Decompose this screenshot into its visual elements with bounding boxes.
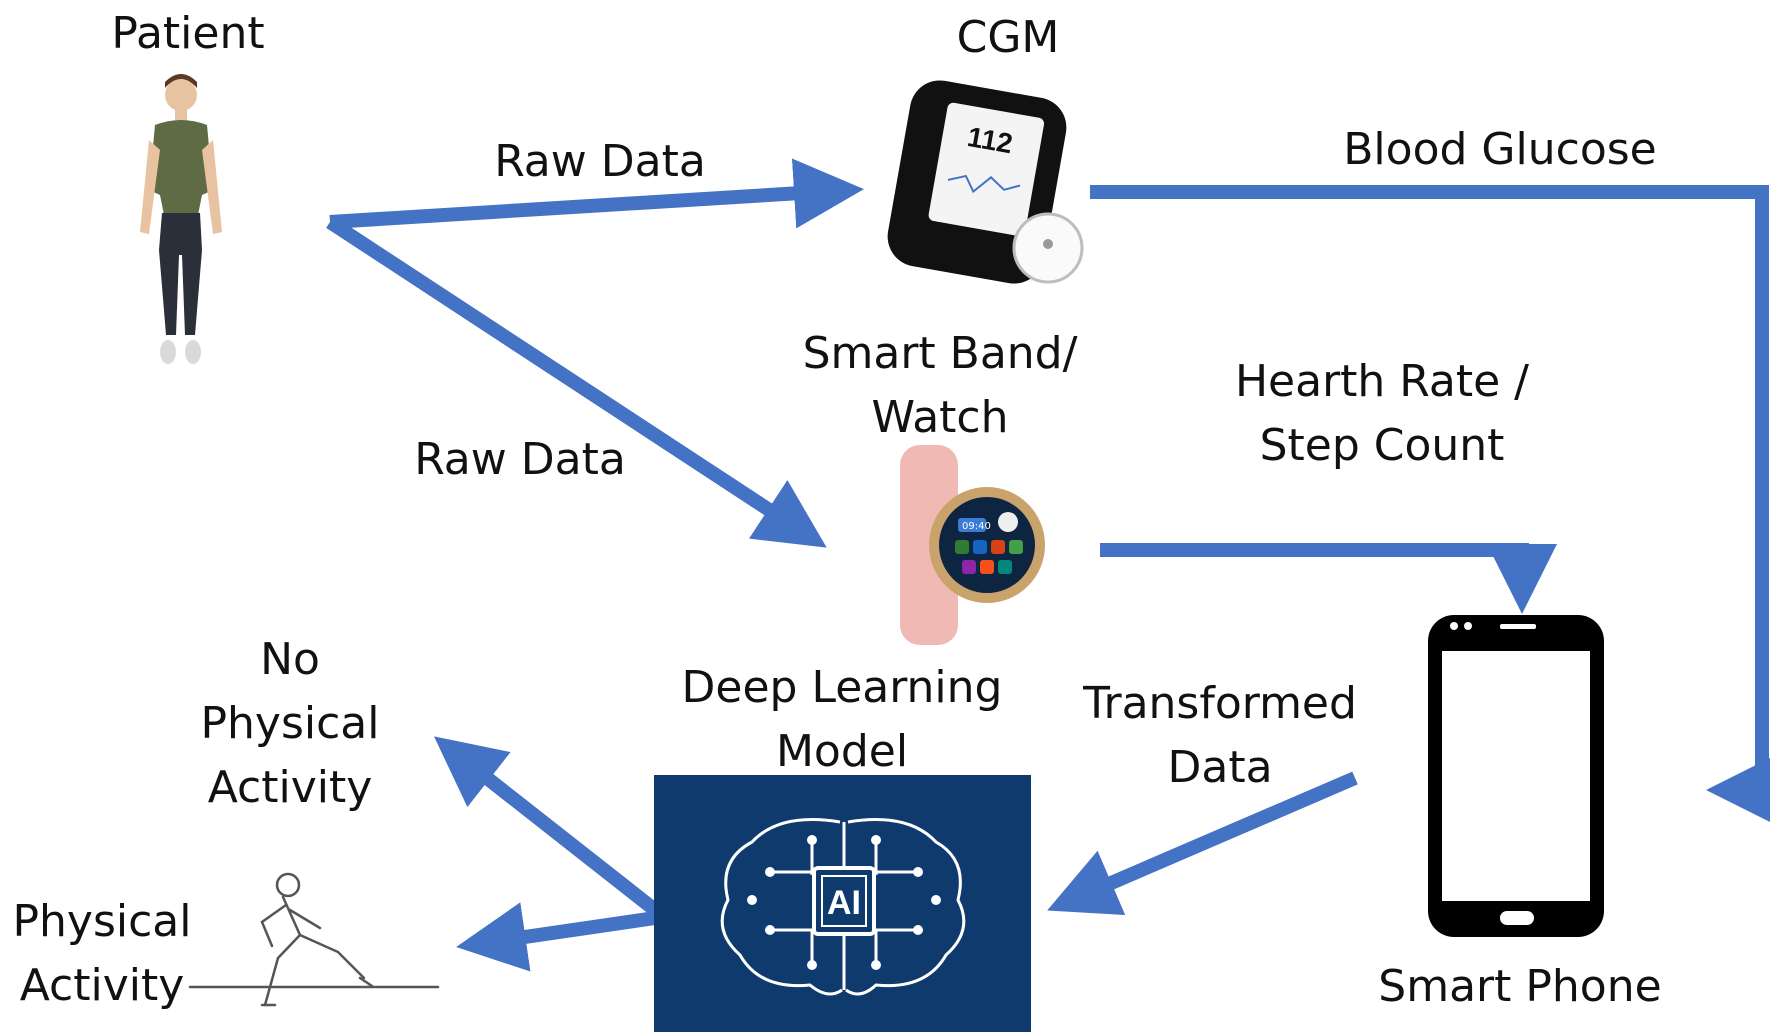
arrow-phone-to-model (1047, 771, 1358, 916)
smart-band-line1: Smart Band/ (802, 328, 1078, 379)
raw-data-lower-label: Raw Data (400, 428, 640, 492)
arrow-watch-to-phone (1100, 543, 1557, 614)
physical-activity-label: Physical Activity (8, 890, 196, 1018)
no-pa-line2: Physical (200, 698, 380, 749)
cgm-label-text: CGM (956, 12, 1060, 63)
arrow-model-to-no-activity (433, 736, 660, 916)
transformed-line1: Transformed (1083, 678, 1357, 729)
smart-band-label: Smart Band/ Watch (780, 322, 1100, 450)
smartphone-illustration (1428, 615, 1604, 937)
smart-phone-text: Smart Phone (1378, 961, 1662, 1012)
blood-glucose-label: Blood Glucose (1330, 118, 1670, 182)
ai-chip-label: AI (827, 884, 861, 922)
raw-data-top-text: Raw Data (494, 136, 706, 187)
cgm-reading-value: 112 (965, 121, 1015, 159)
patient-label: Patient (98, 2, 278, 66)
arrow-patient-to-cgm (329, 158, 864, 229)
cgm-label: CGM (938, 6, 1078, 70)
arrow-patient-to-watch (326, 216, 827, 548)
transformed-data-label: Transformed Data (1080, 672, 1360, 800)
dl-line1: Deep Learning (681, 662, 1003, 713)
no-pa-line3: Activity (207, 762, 373, 813)
arrows (326, 158, 1770, 972)
hearth-rate-line2: Step Count (1259, 420, 1505, 471)
runner-illustration (188, 872, 440, 1007)
smart-phone-label: Smart Phone (1370, 955, 1670, 1019)
pa-line1: Physical (12, 896, 192, 947)
hearth-rate-label: Hearth Rate / Step Count (1222, 350, 1542, 478)
cgm-device-illustration: 112 (887, 80, 1084, 284)
ai-brain-panel: AI (654, 775, 1031, 1032)
hearth-rate-line1: Hearth Rate / (1234, 356, 1530, 407)
watch-time: 09:40 (962, 521, 991, 532)
dl-line2: Model (775, 726, 909, 777)
smart-band-line2: Watch (871, 392, 1009, 443)
transformed-line2: Data (1167, 742, 1273, 793)
raw-data-lower-text: Raw Data (414, 434, 626, 485)
raw-data-top-label: Raw Data (480, 130, 720, 194)
no-pa-line1: No (260, 634, 320, 685)
patient-illustration (140, 74, 222, 364)
patient-label-text: Patient (111, 8, 265, 59)
blood-glucose-text: Blood Glucose (1343, 124, 1657, 175)
pa-line2: Activity (19, 960, 185, 1011)
arrow-cgm-to-phone (1090, 185, 1770, 825)
no-physical-activity-label: No Physical Activity (180, 628, 400, 820)
smartwatch-illustration: 09:40 (900, 445, 1045, 645)
deep-learning-model-label: Deep Learning Model (672, 656, 1012, 784)
arrow-model-to-activity (456, 902, 657, 972)
